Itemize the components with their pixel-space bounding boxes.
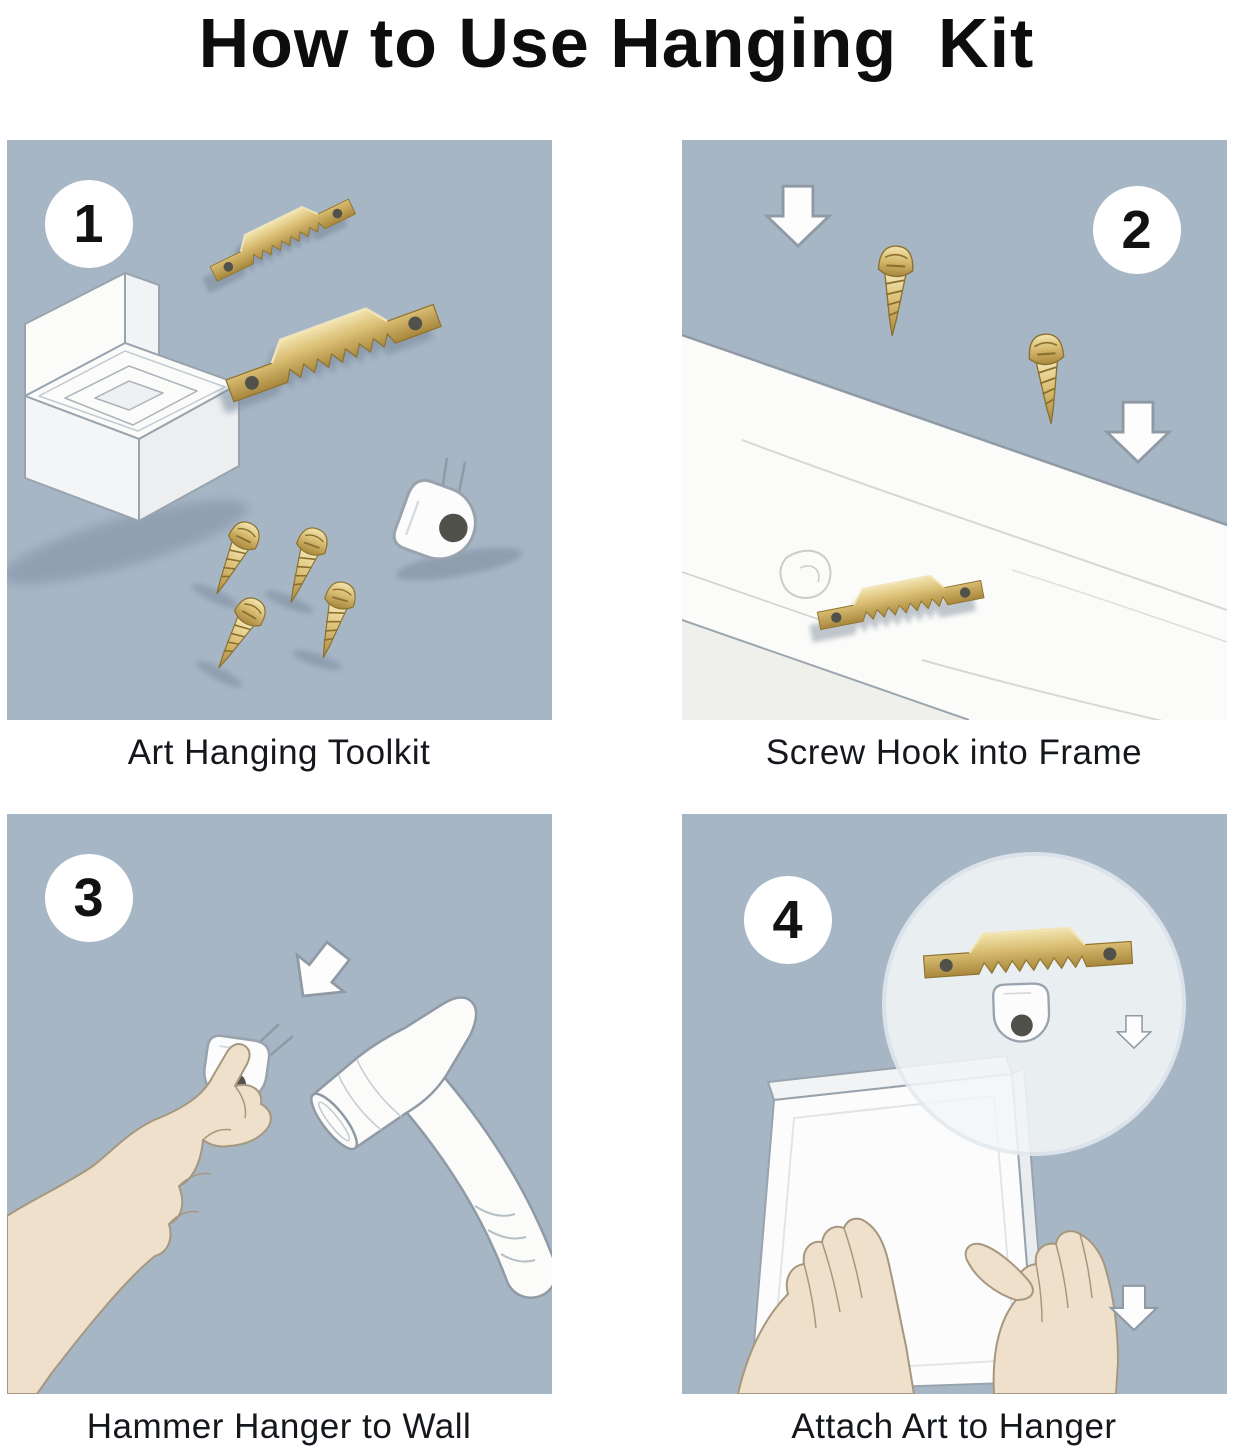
step-2-illustration [681, 185, 1227, 721]
step-number-badge: 2 [1092, 186, 1181, 275]
wood-grain [741, 439, 1227, 612]
step-number-badge: 3 [44, 854, 133, 943]
step-1-illustration [6, 140, 522, 688]
toolkit-box-illustration [23, 272, 240, 523]
steps-grid: 1 Art Hanging Toolkit [0, 140, 1233, 1447]
box-shadow [6, 500, 248, 585]
wall-hook-icon [991, 982, 1051, 1044]
screw-shadow [264, 591, 313, 614]
screw-shadow [291, 650, 342, 671]
hook-shadow [395, 548, 522, 581]
screw-icon [307, 578, 360, 664]
down-arrow-icon [765, 185, 830, 248]
wall-hook-illustration [388, 458, 487, 571]
screw-icon [1026, 332, 1069, 427]
hand-illustration [6, 1043, 272, 1395]
step-2-caption: Screw Hook into Frame [765, 733, 1143, 773]
screw-icon [873, 244, 915, 339]
step-number-badge: 1 [44, 180, 133, 269]
step-4-panel: 4 [681, 814, 1227, 1395]
step-3-illustration [6, 931, 552, 1395]
step-1: 1 Art Hanging Toolkit [6, 140, 552, 773]
step-2-panel: 2 [681, 140, 1227, 721]
step-4-caption: Attach Art to Hanger [791, 1407, 1117, 1447]
step-number: 3 [73, 868, 104, 929]
hand-illustration [736, 1218, 1119, 1395]
step-3-caption: Hammer Hanger to Wall [86, 1407, 472, 1447]
step-4-illustration [736, 852, 1186, 1395]
step-1-panel: 1 [6, 140, 552, 721]
step-1-caption: Art Hanging Toolkit [127, 733, 431, 773]
step-number: 4 [772, 890, 803, 951]
step-number: 2 [1121, 200, 1152, 261]
down-arrow-icon [1105, 401, 1170, 464]
wood-knot [778, 550, 831, 600]
sawtooth-hanger-icon [204, 188, 355, 282]
frame-board-illustration [681, 334, 1227, 721]
down-arrow-icon [277, 931, 363, 1017]
step-3: 3 Hammer Hanger to Wall [6, 814, 552, 1447]
step-2: 2 Screw Hook into Frame [681, 140, 1227, 773]
step-number-badge: 4 [743, 876, 832, 965]
step-4: 4 Attach Art to Hanger [681, 814, 1227, 1447]
step-3-panel: 3 [6, 814, 552, 1395]
screw-icon [204, 592, 272, 677]
screw-shadow [190, 584, 239, 609]
screw-shadow [195, 661, 242, 688]
page-title: How to Use Hanging Kit [198, 4, 1035, 82]
down-arrow-icon [1109, 1285, 1158, 1332]
hammer-illustration [309, 996, 552, 1300]
step-number: 1 [73, 194, 104, 255]
